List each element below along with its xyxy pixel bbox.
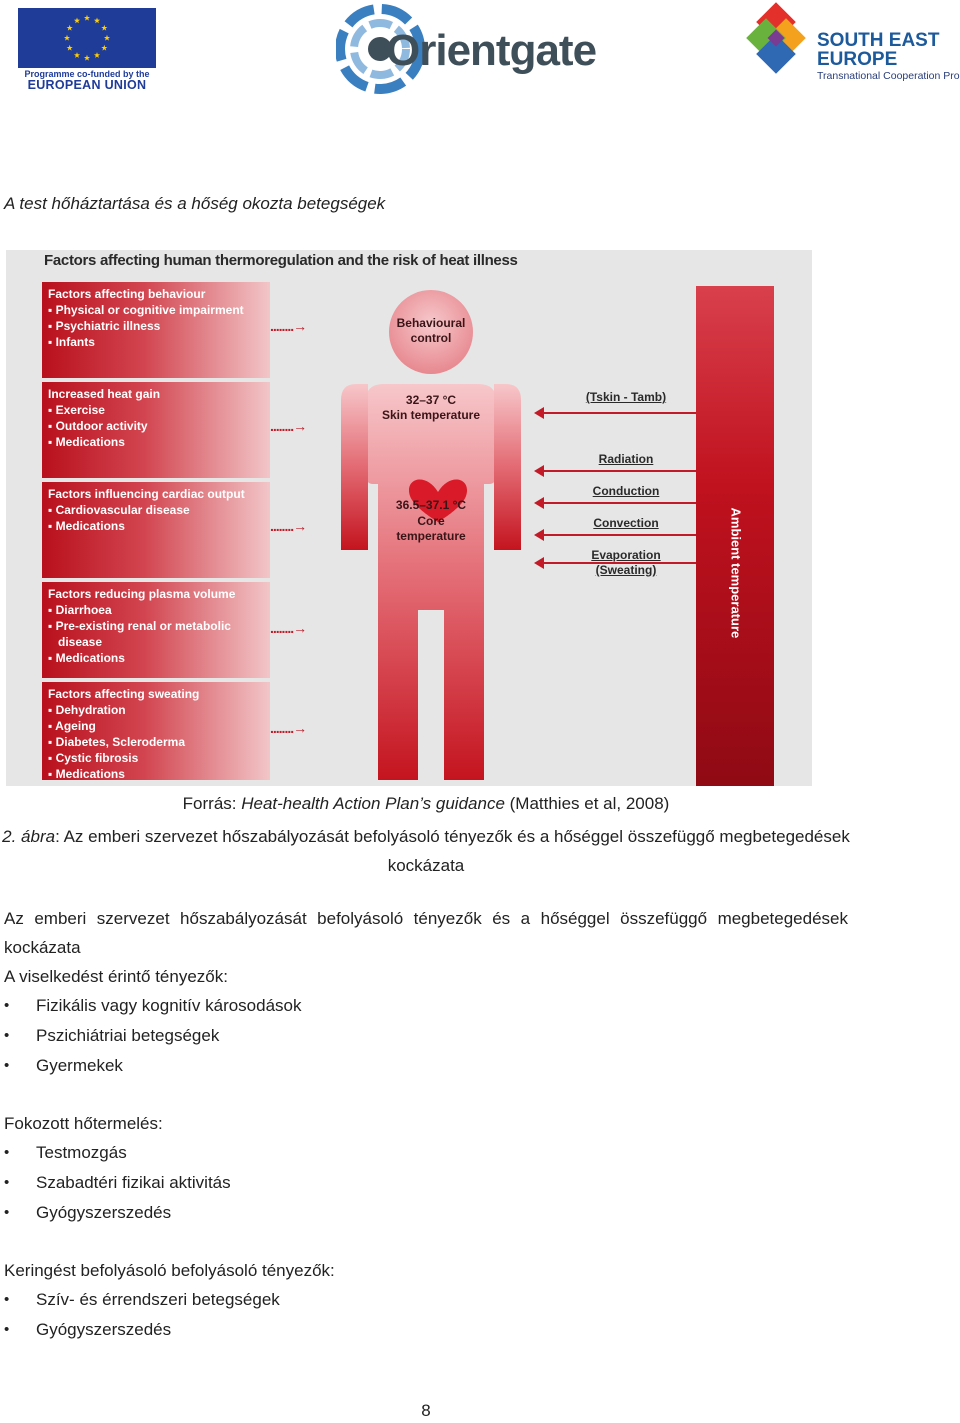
list-circulation: Szív- és érrendszeri betegségek Gyógysze…	[0, 1285, 280, 1345]
figure-source: Forrás: Heat-health Action Plan’s guidan…	[0, 794, 852, 814]
eu-star	[84, 55, 90, 61]
orientgate-logo: Orientgate	[336, 4, 566, 94]
list-item: Gyermekek	[0, 1051, 302, 1081]
skin-temperature-value: 32–37 °C	[366, 393, 496, 408]
intro-paragraph: Az emberi szervezet hőszabályozását befo…	[4, 904, 848, 962]
eu-star	[64, 35, 70, 41]
eu-star	[84, 15, 90, 21]
eu-flag-icon	[18, 8, 156, 68]
eu-star	[104, 35, 110, 41]
ambient-temperature-label: Ambient temperature	[729, 508, 744, 608]
eu-stars-icon	[18, 8, 156, 68]
core-temperature-value: 36.5–37.1 °C	[378, 498, 484, 513]
mechanism-radiation: Radiation	[566, 452, 686, 467]
list-item: Szabadtéri fizikai aktivitás	[0, 1168, 231, 1198]
figure-caption: 2. ábra: Az emberi szervezet hőszabályoz…	[0, 822, 852, 880]
core-temperature-label: Core temperature	[384, 514, 478, 544]
section-heading-heat-gain: Fokozott hőtermelés:	[4, 1109, 848, 1138]
list-item: Szív- és érrendszeri betegségek	[0, 1285, 280, 1315]
left-arrow-icon	[536, 562, 696, 564]
see-star-emblem-icon	[740, 2, 814, 76]
temperature-gradient-label: (Tskin - Tamb)	[566, 390, 686, 405]
list-item: Pszichiátriai betegségek	[0, 1021, 302, 1051]
torso-shape	[366, 384, 496, 780]
eu-star	[67, 45, 73, 51]
skin-temperature-label: Skin temperature	[366, 408, 496, 423]
list-heat-gain: Testmozgás Szabadtéri fizikai aktivitás …	[0, 1138, 231, 1228]
thermoregulation-figure: Factors affecting human thermoregulation…	[6, 250, 812, 786]
page-number: 8	[0, 1401, 852, 1421]
eu-star	[94, 52, 100, 58]
left-arrow-icon	[536, 412, 696, 414]
list-item: Gyógyszerszedés	[0, 1315, 280, 1345]
see-logo-line2: EUROPE	[817, 49, 897, 71]
list-item: Gyógyszerszedés	[0, 1198, 231, 1228]
mechanism-conduction: Conduction	[566, 484, 686, 499]
mechanism-convection: Convection	[566, 516, 686, 531]
right-arm-shape	[494, 384, 521, 550]
see-logo-line3: Transnational Cooperation Programme	[817, 70, 960, 82]
eu-star	[74, 17, 80, 23]
eu-star	[74, 52, 80, 58]
eu-star	[101, 45, 107, 51]
left-arm-shape	[341, 384, 368, 550]
behavioural-control-label: Behavioural control	[378, 316, 484, 346]
eu-star	[101, 25, 107, 31]
eu-logo-line2: EUROPEAN UNION	[18, 78, 156, 92]
list-item: Testmozgás	[0, 1138, 231, 1168]
left-arrow-icon	[536, 534, 696, 536]
list-behaviour: Fizikális vagy kognitív károsodások Pszi…	[0, 991, 302, 1081]
section-heading-circulation: Keringést befolyásoló befolyásoló tényez…	[4, 1256, 848, 1285]
eu-logo: Programme co-funded by the EUROPEAN UNIO…	[18, 8, 156, 90]
eu-star	[67, 25, 73, 31]
south-east-europe-logo: SOUTH EAST EUROPE Transnational Cooperat…	[740, 2, 956, 84]
section-heading-behaviour: A viselkedést érintő tényezők:	[4, 962, 848, 991]
section-title: A test hőháztartása és a hőség okozta be…	[4, 194, 385, 214]
left-arrow-icon	[536, 502, 696, 504]
list-item: Fizikális vagy kognitív károsodások	[0, 991, 302, 1021]
orientgate-wordmark: Orientgate	[386, 26, 596, 76]
eu-star	[94, 17, 100, 23]
left-arrow-icon	[536, 470, 696, 472]
